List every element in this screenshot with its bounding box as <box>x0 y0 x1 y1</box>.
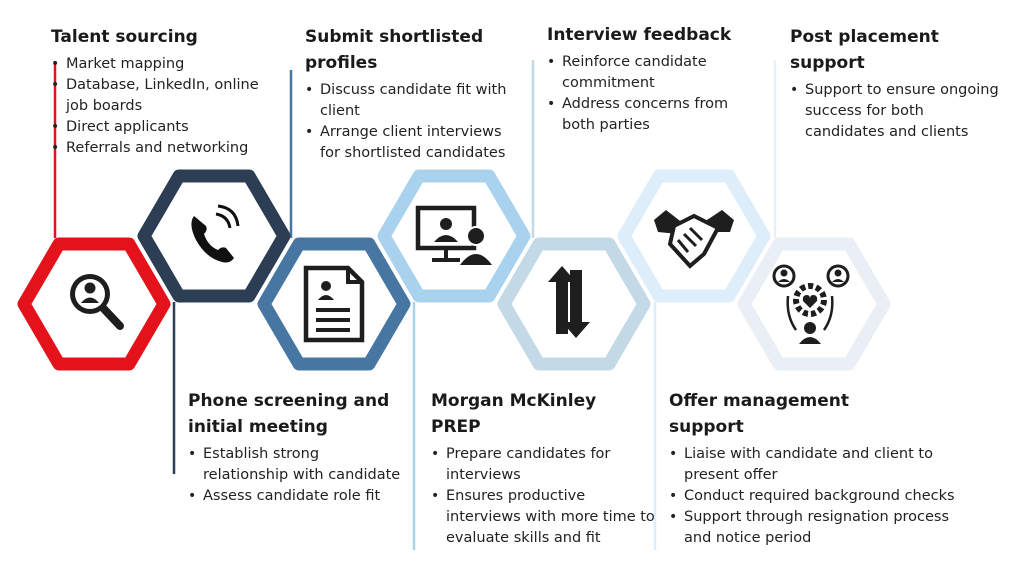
list-item: Referrals and networking <box>51 138 276 159</box>
magnifier-person-icon <box>70 274 124 330</box>
bullet-list: Prepare candidates for interviews Ensure… <box>431 444 656 549</box>
list-item: Database, LinkedIn, online job boards <box>51 75 276 117</box>
list-item: Direct applicants <box>51 117 276 138</box>
list-item: Assess candidate role fit <box>188 486 413 507</box>
step-title: Interview feedback <box>547 25 732 45</box>
bullet-list: Market mapping Database, LinkedIn, onlin… <box>51 54 276 159</box>
step-title: Offer management support <box>669 391 849 437</box>
video-interview-icon <box>415 205 496 267</box>
bullet-list: Reinforce candidate commitment Address c… <box>547 52 772 136</box>
people-support-icon <box>772 264 850 344</box>
list-item: Address concerns from both parties <box>547 94 772 136</box>
document-profile-icon <box>303 265 365 343</box>
list-item: Liaise with candidate and client to pres… <box>669 444 969 486</box>
list-item: Market mapping <box>51 54 276 75</box>
bullet-list: Discuss candidate fit with client Arrang… <box>305 80 530 164</box>
two-way-arrows-icon <box>548 266 590 338</box>
step-prep: Morgan McKinley PREP Prepare candidates … <box>431 388 656 549</box>
step-talent: Talent sourcing Market mapping Database,… <box>51 24 276 159</box>
step-post: Post placement support Support to ensure… <box>790 24 1015 143</box>
hexagon-phone <box>137 169 291 303</box>
list-item: Discuss candidate fit with client <box>305 80 530 122</box>
handshake-icon <box>654 210 734 269</box>
step-title: Submit shortlisted profiles <box>305 27 484 73</box>
list-item: Arrange client interviews for shortliste… <box>305 122 530 164</box>
list-item: Establish strong relationship with candi… <box>188 444 413 486</box>
hexagon-prep <box>377 169 531 303</box>
step-offer: Offer management support Liaise with can… <box>669 388 969 549</box>
list-item: Conduct required background checks <box>669 486 969 507</box>
bullet-list: Liaise with candidate and client to pres… <box>669 444 969 549</box>
step-phone: Phone screening and initial meeting Esta… <box>188 388 413 507</box>
step-title: Talent sourcing <box>51 27 198 47</box>
phone-ringing-icon <box>191 204 240 263</box>
step-submit: Submit shortlisted profiles Discuss cand… <box>305 24 530 164</box>
step-title: Morgan McKinley PREP <box>431 391 597 437</box>
list-item: Ensures productive interviews with more … <box>431 486 656 549</box>
step-title: Post placement support <box>790 27 939 73</box>
list-item: Reinforce candidate commitment <box>547 52 772 94</box>
list-item: Support to ensure ongoing success for bo… <box>790 80 1015 143</box>
hexagon-submit <box>257 237 411 371</box>
step-title: Phone screening and initial meeting <box>188 391 390 437</box>
step-feedback: Interview feedback Reinforce candidate c… <box>547 22 772 136</box>
bullet-list: Establish strong relationship with candi… <box>188 444 413 507</box>
bullet-list: Support to ensure ongoing success for bo… <box>790 80 1015 143</box>
list-item: Prepare candidates for interviews <box>431 444 656 486</box>
list-item: Support through resignation process and … <box>669 507 969 549</box>
